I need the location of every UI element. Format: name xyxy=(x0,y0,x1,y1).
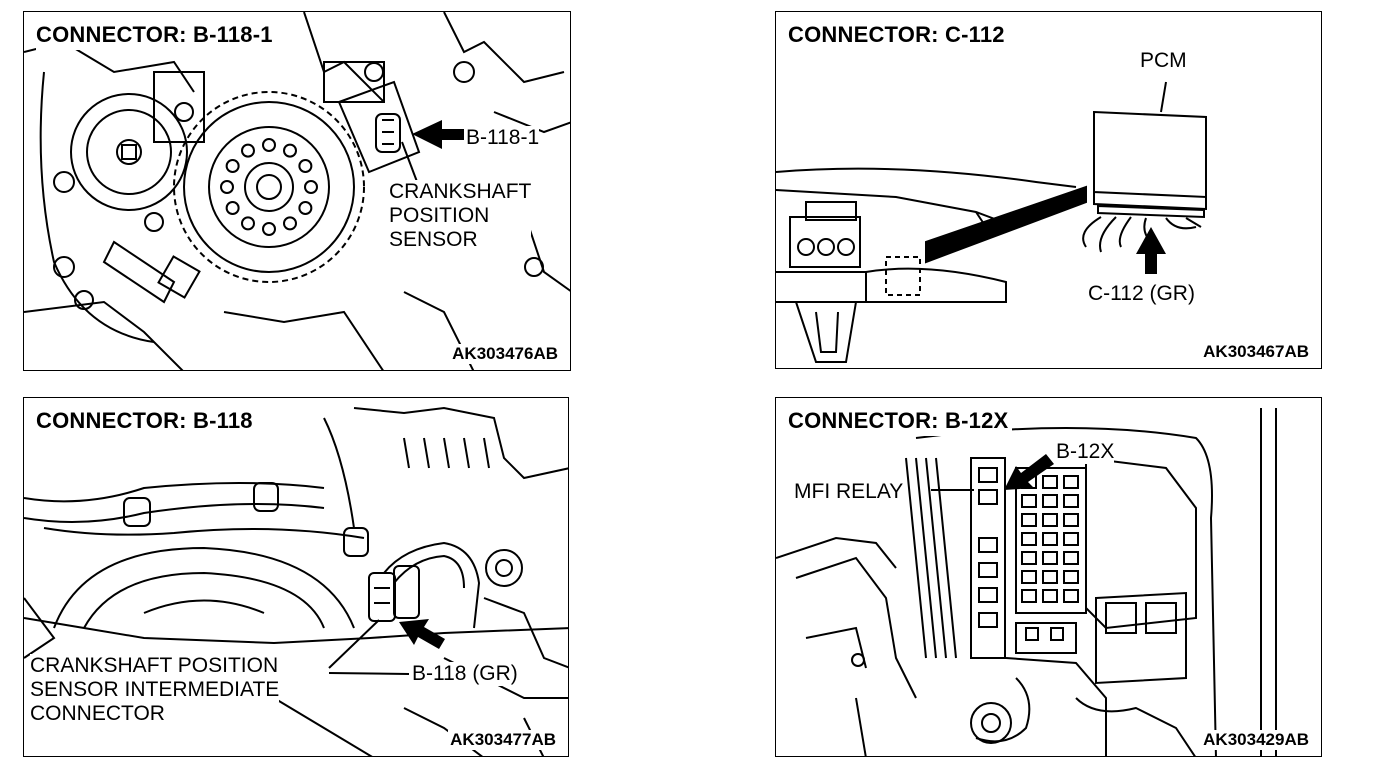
dashboard-pcm-illustration xyxy=(776,81,1207,363)
panel-title: CONNECTOR: B-118 xyxy=(36,408,257,436)
label-line: SENSOR xyxy=(389,228,478,251)
diagram-panel-c112: CONNECTOR: C-112 PCM C-112 (GR) AK303467… xyxy=(775,11,1322,369)
label-line: POSITION xyxy=(389,204,490,227)
label-line: SENSOR INTERMEDIATE xyxy=(30,678,280,702)
label-line: CRANKSHAFT xyxy=(389,180,532,203)
component-label: CRANKSHAFT POSITION SENSOR xyxy=(389,180,532,252)
relay-label: MFI RELAY xyxy=(794,480,904,504)
figure-code: AK303477AB xyxy=(448,730,558,750)
transmission-harness-illustration xyxy=(24,406,568,756)
figure-code: AK303467AB xyxy=(1201,342,1311,362)
connector-callout: B-118-1 xyxy=(466,126,540,150)
figure-code: AK303476AB xyxy=(450,344,560,364)
diagram-panel-b12x: CONNECTOR: B-12X B-12X MFI RELAY AK30342… xyxy=(775,397,1322,757)
diagram-panel-b118: CONNECTOR: B-118 B-118 (GR) CRANKSHAFT P… xyxy=(23,397,569,757)
component-label: CRANKSHAFT POSITION SENSOR INTERMEDIATE … xyxy=(30,654,280,726)
pcm-label: PCM xyxy=(1140,49,1187,73)
label-line: CONNECTOR xyxy=(30,702,165,726)
label-line: CRANKSHAFT POSITION xyxy=(30,654,279,678)
figure-code: AK303429AB xyxy=(1201,730,1311,750)
panel-title: CONNECTOR: C-112 xyxy=(788,22,1009,50)
relay-box-illustration xyxy=(776,408,1277,756)
connector-callout: C-112 (GR) xyxy=(1088,282,1195,306)
connector-callout: B-12X xyxy=(1056,440,1115,464)
panel-title: CONNECTOR: B-118-1 xyxy=(36,22,277,50)
panel-title: CONNECTOR: B-12X xyxy=(788,408,1013,436)
connector-callout: B-118 (GR) xyxy=(412,662,518,686)
diagram-panel-b118-1: CONNECTOR: B-118-1 B-118-1 CRANKSHAFT PO… xyxy=(23,11,571,371)
